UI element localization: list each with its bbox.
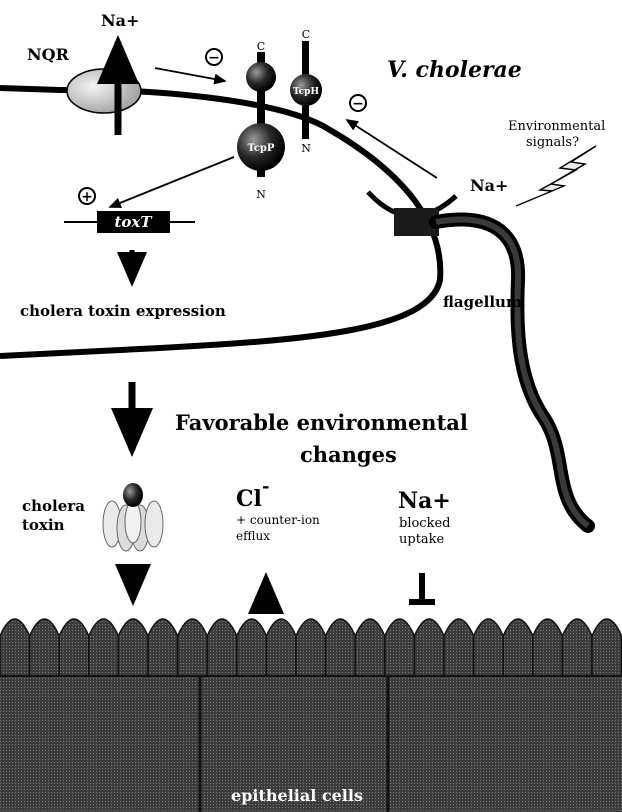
counter-ion-line2: efflux [236,529,270,543]
flagellum-label: flagellum [443,293,522,311]
microvillus [118,619,148,678]
microvillus [30,619,60,678]
blocked-line1: blocked [399,516,450,531]
minus-sign-2: − [352,96,364,112]
plus-sign: + [81,189,93,205]
species-label: V. cholerae [387,57,522,83]
microvillus [562,619,592,678]
cl-superscript: - [262,476,269,497]
tcpp-c-label: C [257,40,265,53]
cholera-toxin-icon [103,483,163,551]
microvillus [533,619,563,678]
tcpp-label: TcpP [248,143,275,154]
microvillus [474,619,504,678]
favorable-line1: Favorable environmental [175,410,468,435]
microvillus [266,619,296,678]
toxt-label: toxT [114,213,153,231]
microvillus [59,619,89,678]
blocked-line2: uptake [399,532,445,547]
na-label-motor: Na+ [470,176,508,195]
microvillus [207,619,237,678]
tcpp-n-label: N [256,188,266,201]
microvilli [0,619,622,678]
lightning-icon [516,146,596,206]
microvillus [148,619,178,678]
nqr-label: NQR [27,45,70,64]
microvillus [592,619,622,678]
tcpp-to-toxt-arrow [110,157,234,207]
microvillus [444,619,474,678]
cl-label: Cl [236,486,262,512]
nqr-to-tcpp-arrow [155,68,225,81]
env-signals-line2: signals? [526,135,579,150]
tcph-n-label: N [301,142,311,155]
microvillus [89,619,119,678]
microvillus [414,619,444,678]
microvillus [503,619,533,678]
nqr-complex [67,69,141,113]
microvillus [237,619,267,678]
env-signals-line1: Environmental [508,119,605,134]
tcpp-c-domain [246,62,276,92]
tcph-label: TcpH [293,87,319,97]
counter-ion-line1: + counter-ion [236,513,320,527]
microvillus [0,619,30,678]
microvillus [178,619,208,678]
minus-sign-1: − [208,50,220,66]
na-label-top: Na+ [101,11,139,30]
favorable-line2: changes [300,442,397,467]
epithelial-cells-label: epithelial cells [231,786,363,805]
microvillus [385,619,415,678]
cholera-toxin-expression-label: cholera toxin expression [20,302,226,320]
microvillus [355,619,385,678]
microvillus [326,619,356,678]
tcph-c-label: C [302,28,310,41]
na-label-bottom: Na+ [398,488,451,514]
cholera-toxin-line2: toxin [22,516,65,534]
cholera-toxin-line1: cholera [22,497,85,515]
microvillus [296,619,326,678]
